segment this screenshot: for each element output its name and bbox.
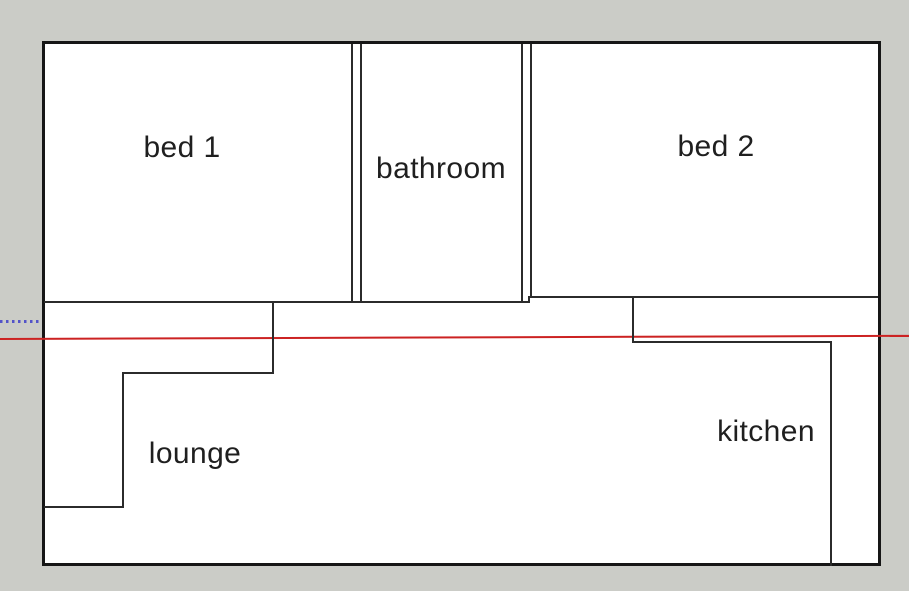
dotted-axis-line bbox=[0, 320, 42, 323]
room-label-bed2: bed 2 bbox=[677, 130, 755, 163]
room-label-bathroom: bathroom bbox=[376, 152, 506, 185]
room-label-kitchen: kitchen bbox=[717, 415, 815, 448]
wall-bathroom-left-outer bbox=[351, 44, 353, 303]
wall-bathroom-right-inner bbox=[521, 44, 523, 303]
wall-lounge-step-vertical bbox=[122, 372, 124, 508]
wall-lounge-step-bottom bbox=[44, 506, 124, 508]
wall-bathroom-right-outer bbox=[530, 44, 532, 298]
wall-bed1-bathroom-bottom bbox=[44, 301, 530, 303]
wall-kitchen-right bbox=[830, 341, 832, 566]
room-label-lounge: lounge bbox=[148, 437, 242, 470]
wall-lounge-step-top bbox=[122, 372, 274, 374]
wall-kitchen-top bbox=[632, 341, 832, 343]
wall-kitchen-stub bbox=[632, 296, 634, 343]
floor-plan-outline[interactable] bbox=[42, 41, 881, 566]
wall-bathroom-left-inner bbox=[360, 44, 362, 303]
wall-bottom-jog bbox=[528, 296, 530, 303]
wall-hall-left-vertical bbox=[272, 301, 274, 374]
room-label-bed1: bed 1 bbox=[143, 131, 221, 164]
wall-bed2-bottom bbox=[528, 296, 878, 298]
